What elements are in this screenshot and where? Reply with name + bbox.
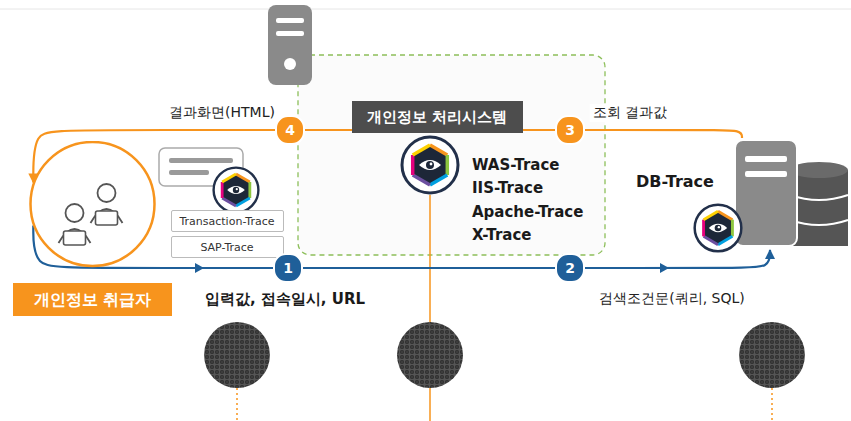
trace-box: Transaction-Trace: [171, 210, 284, 232]
server-slot: [276, 18, 304, 23]
node-heading: DB-Trace: [636, 172, 714, 191]
db-cylinder-ring: [790, 195, 848, 225]
flow-label: 결과화면(HTML): [166, 104, 278, 122]
monitor-line: [236, 388, 238, 421]
trace-badge: [214, 168, 259, 213]
user-group: 개인정보 취급자: [13, 141, 172, 316]
trace-box: SAP-Trace: [171, 236, 284, 258]
crowd-blobs: [204, 322, 805, 388]
server-slot: [745, 156, 787, 162]
callout-number: 4: [275, 115, 305, 145]
callout-number: 2: [555, 253, 585, 283]
flow-label: 검색조건문(쿼리, SQL): [596, 290, 748, 308]
frame-line: [0, 9, 851, 10]
trace-badge: [695, 205, 742, 252]
db-cylinder-top: [790, 162, 848, 178]
db-server-icon: [735, 140, 848, 246]
system-title-box: 개인정보 처리시스템: [352, 101, 523, 133]
crowd-blob: [739, 322, 805, 388]
crowd-blob: [204, 322, 270, 388]
node-label: SAP-Trace: [200, 241, 253, 254]
screen-card: [159, 148, 243, 186]
node-label: Transaction-Trace: [179, 215, 274, 228]
server-body: [268, 5, 312, 85]
user-outline: [31, 142, 155, 266]
laptop: [96, 211, 118, 225]
server-light: [284, 58, 296, 70]
server-slot: [276, 31, 304, 36]
flow-label: 조회 결과값: [590, 104, 670, 122]
person-icon: [59, 204, 91, 245]
trace-badge: [402, 137, 458, 193]
node-label: 개인정보 처리시스템: [367, 108, 507, 127]
trace-name: WAS-Trace: [472, 156, 559, 174]
person-head: [98, 184, 116, 202]
trace-name: Apache-Trace: [472, 203, 583, 221]
callout-number: 1: [273, 253, 303, 283]
db-cylinder: [790, 170, 848, 246]
person-icon: [91, 184, 123, 225]
laptop: [64, 231, 86, 245]
node-label: 개인정보 취급자: [13, 283, 172, 316]
trace-name: IIS-Trace: [472, 179, 543, 197]
screen-bar: [169, 170, 209, 175]
crowd-blob: [397, 322, 463, 388]
user-circle: [13, 141, 172, 271]
system-region: [298, 55, 605, 255]
db-server: DB-Trace: [632, 138, 850, 250]
flow-label: 입력값, 접속일시, URL: [202, 290, 368, 309]
screen-bar: [169, 158, 233, 163]
callout-number: 3: [555, 115, 585, 145]
monitor-line: [771, 388, 773, 421]
web-server-icon: [268, 5, 312, 85]
db-server-body: [735, 140, 797, 246]
server-slot: [745, 171, 787, 177]
screen-card-icon: [159, 148, 243, 186]
trace-name: X-Trace: [472, 226, 532, 244]
person-head: [66, 204, 84, 222]
